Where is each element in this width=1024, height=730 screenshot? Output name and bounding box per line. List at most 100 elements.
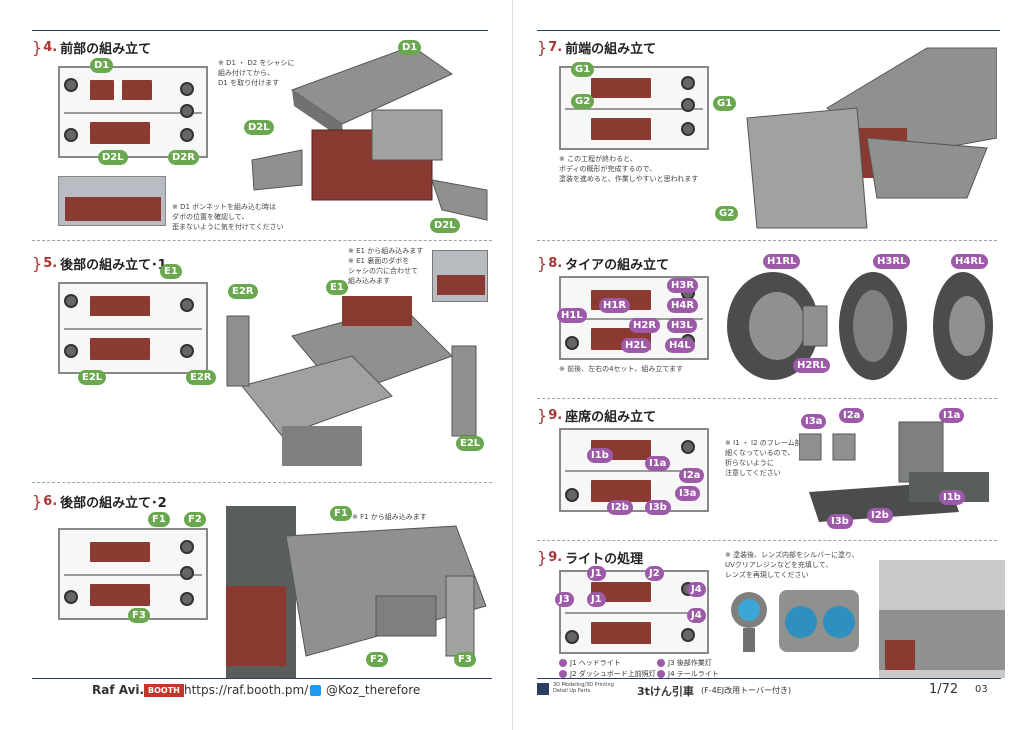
part-tag: H1RL bbox=[763, 254, 801, 269]
step-title-text: 前部の組み立て bbox=[60, 42, 152, 57]
part-tag: J1 bbox=[587, 592, 606, 607]
step-9-seats: }9.座席の組み立て I1b I1a I2a I3a I2b I3b ※ I1 … bbox=[537, 404, 997, 540]
part-tag: I2b bbox=[867, 508, 893, 523]
product-subtitle: (F-4EJ改用トーバー付き) bbox=[701, 686, 792, 695]
step-note: ※ この工程が終わると、 ボディの概形が完成するので、 塗装を進めると、作業しや… bbox=[559, 155, 699, 183]
part-tag: G1 bbox=[571, 62, 595, 77]
step-number: 4. bbox=[43, 40, 58, 55]
step-note: ※ F1 から組み込みます bbox=[352, 513, 427, 521]
step-number: 5. bbox=[43, 256, 58, 271]
step-number: 6. bbox=[43, 494, 58, 509]
part-tag: J2 bbox=[645, 566, 664, 581]
part-tag: D1 bbox=[90, 58, 114, 73]
part-tag: I2a bbox=[679, 468, 705, 483]
part-tag: J3 bbox=[555, 592, 574, 607]
part-tag: F1 bbox=[330, 506, 352, 521]
part-tag: E2L bbox=[456, 436, 485, 451]
part-tag: E1 bbox=[326, 280, 348, 295]
step-4: }4.前部の組み立て D1 D2L D2R ※ D1 ・ D2 をシャシに 組み… bbox=[32, 38, 492, 233]
step-number: 9. bbox=[548, 550, 563, 565]
part-tag: I1b bbox=[939, 490, 965, 505]
part-tag: H4L bbox=[665, 338, 695, 353]
part-tag: I1b bbox=[587, 448, 613, 463]
sprue-diagram bbox=[58, 66, 208, 158]
part-tag: J1 bbox=[587, 566, 606, 581]
part-tag: H3RL bbox=[873, 254, 911, 269]
legend-item: J1 ヘッドライト bbox=[559, 658, 621, 668]
part-tag: G2 bbox=[715, 206, 739, 221]
assembly-render bbox=[727, 272, 993, 380]
part-tag: F2 bbox=[184, 512, 206, 527]
step-5: }5.後部の組み立て･1 E1 E2L E2R E2R E1 E2L ※ E1 … bbox=[32, 246, 492, 476]
lens-render bbox=[731, 590, 859, 652]
part-tag: E2L bbox=[78, 370, 107, 385]
legend-item: J2 ダッシュボード上前照灯 bbox=[559, 669, 656, 679]
twitter-icon bbox=[310, 685, 321, 696]
section-divider bbox=[537, 398, 997, 399]
assembly-render bbox=[799, 421, 989, 522]
part-tag: I1a bbox=[939, 408, 965, 423]
step-6: }6.後部の組み立て･2 F1 F2 F3 F1 ※ F1 から組み込みます F… bbox=[32, 488, 492, 678]
part-tag: H3L bbox=[667, 318, 697, 333]
step-number: 7. bbox=[548, 40, 563, 55]
step-note: ※ 塗装後、レンズ内部をシルバーに塗り、 UVクリアレジンなどを充填して、 レン… bbox=[725, 551, 859, 579]
step-number: 8. bbox=[548, 256, 563, 271]
sprue-diagram bbox=[58, 528, 208, 620]
shop-url[interactable]: https://raf.booth.pm/ bbox=[184, 683, 309, 697]
product-name: 3tけん引車 bbox=[637, 685, 694, 698]
sprue-diagram bbox=[559, 570, 709, 654]
part-tag: I3b bbox=[645, 500, 671, 515]
step-title-text: 前端の組み立て bbox=[565, 42, 657, 57]
part-tag: H3R bbox=[667, 278, 699, 293]
step-9-lights: }9.ライトの処理 J1 J2 J3 J1 J4 J4 J1 ヘッドライト J3… bbox=[537, 546, 1005, 679]
part-tag: E2R bbox=[228, 284, 258, 299]
step-title-text: 後部の組み立て･2 bbox=[60, 496, 167, 511]
part-tag: I2b bbox=[607, 500, 633, 515]
step-note: ※ D1 ・ D2 をシャシに 組み付けてから、 D1 を取り付けます bbox=[218, 59, 295, 87]
part-tag: D2L bbox=[430, 218, 460, 233]
part-tag: F1 bbox=[148, 512, 170, 527]
step-title: }9.座席の組み立て bbox=[537, 406, 657, 425]
footer: Raf Avi. BOOTH https://raf.booth.pm/ @Ko… bbox=[32, 678, 492, 700]
scale: 1/72 bbox=[929, 682, 959, 697]
assembly-render bbox=[226, 506, 487, 678]
brand-text: 3D Modeling/3D Printing Detail Up Parts bbox=[553, 682, 614, 694]
part-tag: D1 bbox=[398, 40, 422, 55]
top-rule bbox=[537, 30, 1000, 31]
assembly-render bbox=[746, 47, 997, 229]
step-note: ※ 前後、左右の4セット、組み立てます bbox=[559, 365, 684, 373]
part-tag: I2a bbox=[839, 408, 865, 423]
step-title: }8.タイアの組み立て bbox=[537, 254, 670, 273]
part-tag: I3a bbox=[801, 414, 827, 429]
twitter-handle[interactable]: @Koz_therefore bbox=[326, 683, 421, 697]
part-tag: J4 bbox=[687, 608, 706, 623]
author-name: Raf Avi. bbox=[92, 683, 145, 697]
part-tag: H4R bbox=[667, 298, 699, 313]
sprue-diagram bbox=[58, 282, 208, 374]
part-tag: E1 bbox=[160, 264, 182, 279]
part-tag: G2 bbox=[571, 94, 595, 109]
step-title-text: 後部の組み立て･1 bbox=[60, 258, 167, 273]
step-note: ※ E1 から組み込みます ※ E1 裏面のダボを シャシの穴に合わせて 組み込… bbox=[348, 247, 424, 285]
step-8: }8.タイアの組み立て H3R H4R H1R H1L H2R H3L H2L … bbox=[537, 246, 997, 396]
right-page: }7.前端の組み立て G1 G2 ※ この工程が終わると、 ボディの概形が完成す… bbox=[512, 0, 1024, 730]
part-tag: I1a bbox=[645, 456, 671, 471]
part-tag: H1L bbox=[557, 308, 587, 323]
section-divider bbox=[32, 240, 492, 241]
detail-photo bbox=[432, 250, 488, 302]
part-tag: E2R bbox=[186, 370, 216, 385]
step-title-text: タイアの組み立て bbox=[565, 258, 670, 273]
section-divider bbox=[537, 540, 997, 541]
step-title-text: ライトの処理 bbox=[565, 552, 644, 567]
top-rule bbox=[32, 30, 488, 31]
step-title: }9.ライトの処理 bbox=[537, 548, 644, 567]
part-tag: H2L bbox=[621, 338, 651, 353]
page-number: 03 bbox=[975, 684, 988, 695]
step-7: }7.前端の組み立て G1 G2 ※ この工程が終わると、 ボディの概形が完成す… bbox=[537, 38, 997, 238]
part-tag: H2R bbox=[629, 318, 661, 333]
legend-item: J4 テールライト bbox=[657, 669, 719, 679]
part-tag: H1R bbox=[599, 298, 631, 313]
part-tag: D2R bbox=[168, 150, 199, 165]
step-note: ※ I1 ・ I2 のフレーム部は 細くなっているので、 折らないように 注意し… bbox=[725, 439, 809, 477]
step-title: }7.前端の組み立て bbox=[537, 38, 657, 57]
